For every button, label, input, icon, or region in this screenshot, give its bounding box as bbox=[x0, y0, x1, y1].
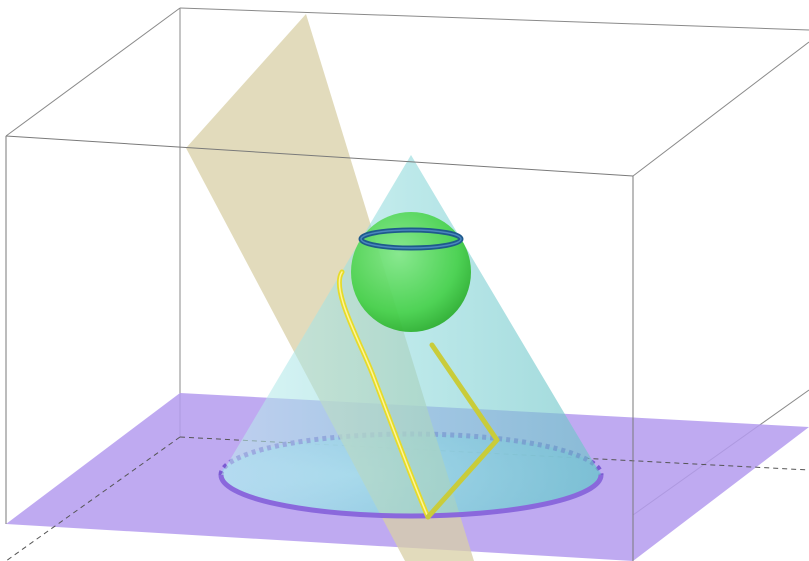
section-curve-left-highlight bbox=[338, 271, 429, 518]
bounding-box-front bbox=[5, 135, 634, 561]
inscribed-sphere[interactable] bbox=[351, 212, 471, 332]
tangent-circle-highlight bbox=[360, 229, 462, 249]
section-curve-right[interactable] bbox=[425, 342, 500, 520]
hidden-edges bbox=[5, 436, 809, 561]
cone-surface[interactable] bbox=[221, 155, 601, 516]
base-circle[interactable] bbox=[218, 474, 604, 519]
